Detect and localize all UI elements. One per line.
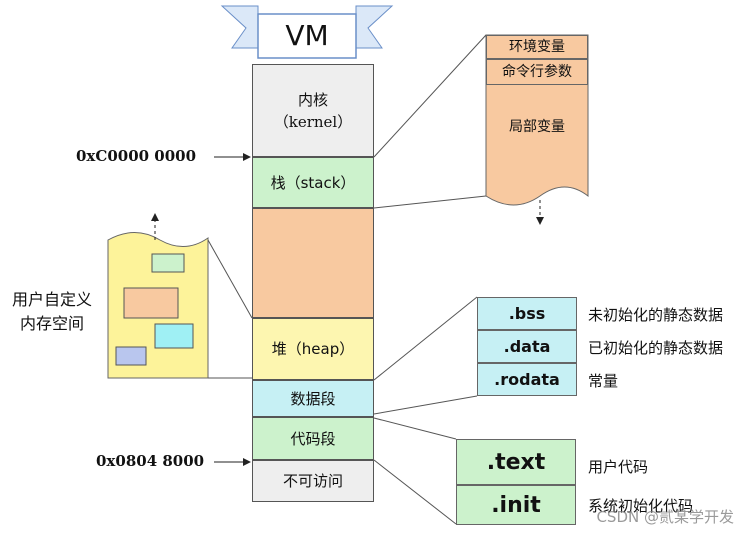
section-bss-desc: 未初始化的静态数据	[588, 306, 724, 324]
section-init: .init	[456, 485, 576, 525]
segment-free	[252, 208, 374, 318]
user-block-1	[151, 253, 185, 273]
section-rodata: .rodata	[477, 363, 577, 396]
segment-heap: 堆（heap）	[252, 318, 374, 380]
stack-detail-locals: 局部变量	[509, 119, 565, 135]
stack-detail-args: 命令行参数	[486, 59, 588, 85]
segment-code: 代码段	[252, 417, 374, 460]
section-data: .data	[477, 330, 577, 363]
section-text-desc: 用户代码	[588, 458, 649, 476]
stack-detail-shape	[485, 34, 589, 206]
vm-title: VM	[285, 19, 329, 52]
section-rodata-desc: 常量	[588, 372, 619, 390]
watermark: CSDN @贰某学开发	[596, 508, 734, 526]
segment-data: 数据段	[252, 380, 374, 417]
section-data-desc: 已初始化的静态数据	[588, 339, 724, 357]
section-text: .text	[456, 439, 576, 485]
user-memory-label: 用户自定义 内存空间	[11, 290, 92, 333]
segment-kernel: 内核 （kernel）	[252, 64, 374, 157]
section-bss: .bss	[477, 297, 577, 330]
address-kernel-base: 0xC0000 0000	[76, 147, 197, 165]
address-code-base: 0x0804 8000	[96, 452, 205, 470]
user-block-3	[154, 323, 194, 349]
stack-detail-env: 环境变量	[486, 35, 588, 59]
segment-stack: 栈（stack）	[252, 157, 374, 208]
segment-noaccess: 不可访问	[252, 460, 374, 502]
title-ribbon	[220, 5, 259, 49]
user-block-2	[123, 287, 179, 319]
user-block-4	[115, 346, 147, 366]
section-init-desc: 系统初始化代码	[588, 497, 694, 515]
